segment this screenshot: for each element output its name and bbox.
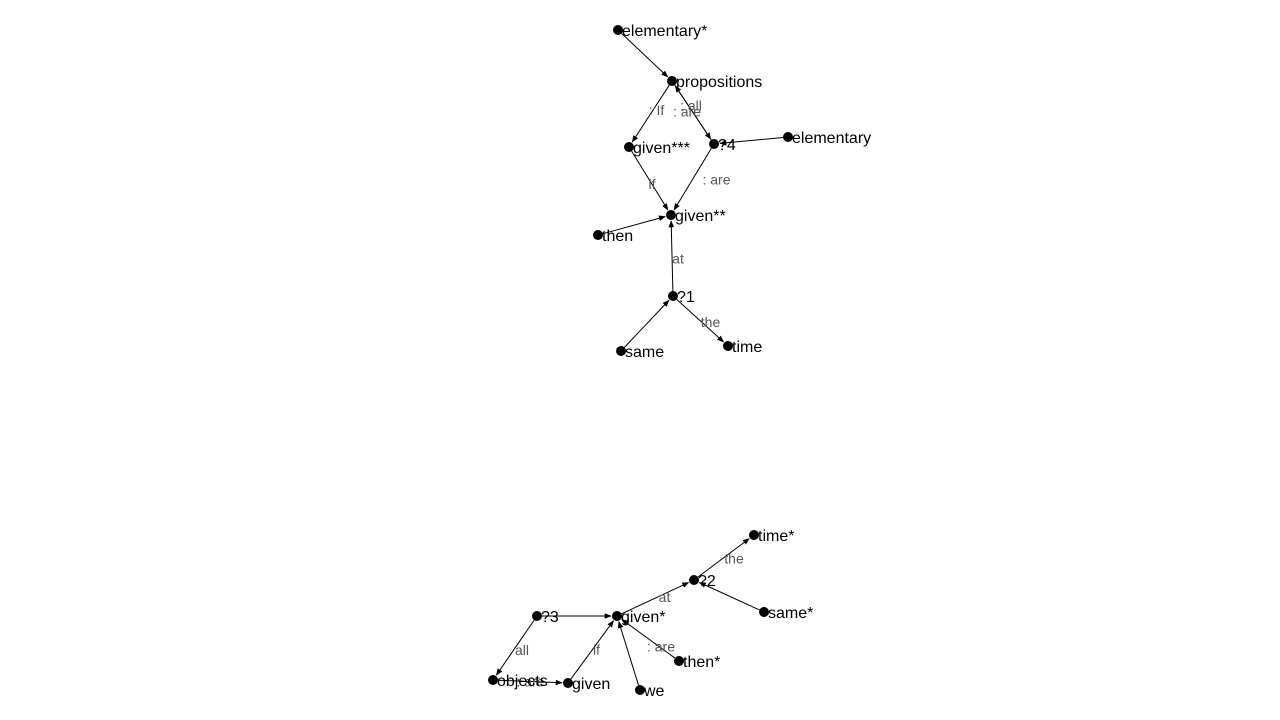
edge-label: : If	[649, 102, 665, 118]
node-label: ?1	[677, 289, 695, 306]
node-label: ?2	[698, 573, 716, 590]
node-objects[interactable]: objects	[488, 673, 548, 690]
node-dot[interactable]	[624, 142, 634, 152]
nodes-layer: elementary* propositions ?4 elementary given…	[488, 23, 871, 700]
node-propositions[interactable]: propositions	[667, 74, 762, 91]
node-label: objects	[497, 673, 548, 690]
edge-label: if	[593, 642, 600, 658]
node-label: we	[643, 683, 665, 700]
node-dot[interactable]	[668, 291, 678, 301]
edge-label: at	[659, 589, 671, 605]
edge-label: the	[724, 551, 744, 567]
node-dot[interactable]	[749, 530, 759, 540]
node-label: elementary*	[622, 23, 707, 40]
node-label: time*	[758, 528, 794, 545]
edge-label: : all	[680, 98, 702, 114]
node-same[interactable]: same	[616, 344, 664, 361]
edge-q1-to-time	[676, 298, 725, 343]
node-elementary[interactable]: elementary	[783, 130, 871, 147]
edge-propositions-to-q4	[674, 84, 712, 140]
edge-given3-to-given2	[631, 150, 669, 211]
node-dot[interactable]	[667, 76, 677, 86]
node-dot[interactable]	[709, 139, 719, 149]
node-label: given*	[621, 609, 665, 626]
node-label: propositions	[676, 74, 762, 91]
edge-q1-to-given2	[668, 220, 675, 292]
edges-layer	[495, 33, 784, 686]
node-time_star[interactable]: time*	[749, 528, 794, 545]
node-dot[interactable]	[674, 656, 684, 666]
node-dot[interactable]	[689, 575, 699, 585]
node-label: time	[732, 339, 762, 356]
node-label: ?4	[718, 137, 736, 154]
node-label: given**	[675, 208, 726, 225]
node-dot[interactable]	[666, 210, 676, 220]
node-label: given***	[633, 140, 690, 157]
edge-same-to-q1	[624, 299, 670, 348]
node-then_star[interactable]: then*	[674, 654, 720, 671]
node-given3[interactable]: given***	[624, 140, 690, 157]
node-dot[interactable]	[759, 607, 769, 617]
node-label: given	[572, 676, 610, 693]
node-dot[interactable]	[563, 678, 573, 688]
node-same_star[interactable]: same*	[759, 605, 813, 622]
node-dot[interactable]	[593, 230, 603, 240]
edge-label: : are	[647, 639, 675, 655]
node-dot[interactable]	[613, 25, 623, 35]
node-q4[interactable]: ?4	[709, 137, 736, 154]
node-given1[interactable]: given*	[612, 609, 665, 626]
edge-then_star-to-given1	[621, 619, 676, 659]
node-dot[interactable]	[532, 611, 542, 621]
node-given2[interactable]: given**	[666, 208, 726, 225]
node-dot[interactable]	[635, 685, 645, 695]
node-label: same*	[768, 605, 813, 622]
node-given[interactable]: given	[563, 676, 610, 693]
node-label: then*	[683, 654, 720, 671]
edge-label: all	[515, 642, 529, 658]
node-q3[interactable]: ?3	[532, 609, 559, 626]
edge-q4-to-given2	[673, 148, 712, 211]
node-q2[interactable]: ?2	[689, 573, 716, 590]
node-dot[interactable]	[488, 675, 498, 685]
node-label: then	[602, 228, 633, 245]
node-we[interactable]: we	[635, 683, 665, 700]
edge-label: at	[672, 251, 684, 267]
node-dot[interactable]	[723, 341, 733, 351]
node-time[interactable]: time	[723, 339, 762, 356]
edge-we-to-given1	[617, 621, 639, 686]
edge-label: : are	[702, 172, 730, 188]
node-label: ?3	[541, 609, 559, 626]
node-then[interactable]: then	[593, 228, 633, 245]
node-dot[interactable]	[612, 611, 622, 621]
edge-same_star-to-q2	[698, 582, 760, 611]
node-q1[interactable]: ?1	[668, 289, 695, 306]
edge-label: the	[701, 314, 721, 330]
node-label: same	[625, 344, 664, 361]
edge-label: : are	[516, 674, 544, 690]
node-dot[interactable]	[783, 132, 793, 142]
edge-then-to-given2	[602, 215, 666, 235]
node-elementary_star[interactable]: elementary*	[613, 23, 707, 40]
edge-label: if	[649, 176, 656, 192]
edge-propositions-to-given3	[631, 84, 670, 143]
edge-elementary-to-q4	[719, 136, 784, 146]
edge-given-to-given1	[570, 620, 614, 680]
edge-q2-to-time_star	[697, 538, 750, 578]
edge-objects-to-given	[497, 679, 563, 686]
edge-given1-to-q2	[621, 582, 690, 615]
node-label: elementary	[792, 130, 871, 147]
edge-q3-to-objects	[495, 619, 535, 676]
edge-label: : are	[673, 104, 701, 120]
edge-elementary_star-to-propositions	[621, 33, 669, 78]
node-dot[interactable]	[616, 346, 626, 356]
